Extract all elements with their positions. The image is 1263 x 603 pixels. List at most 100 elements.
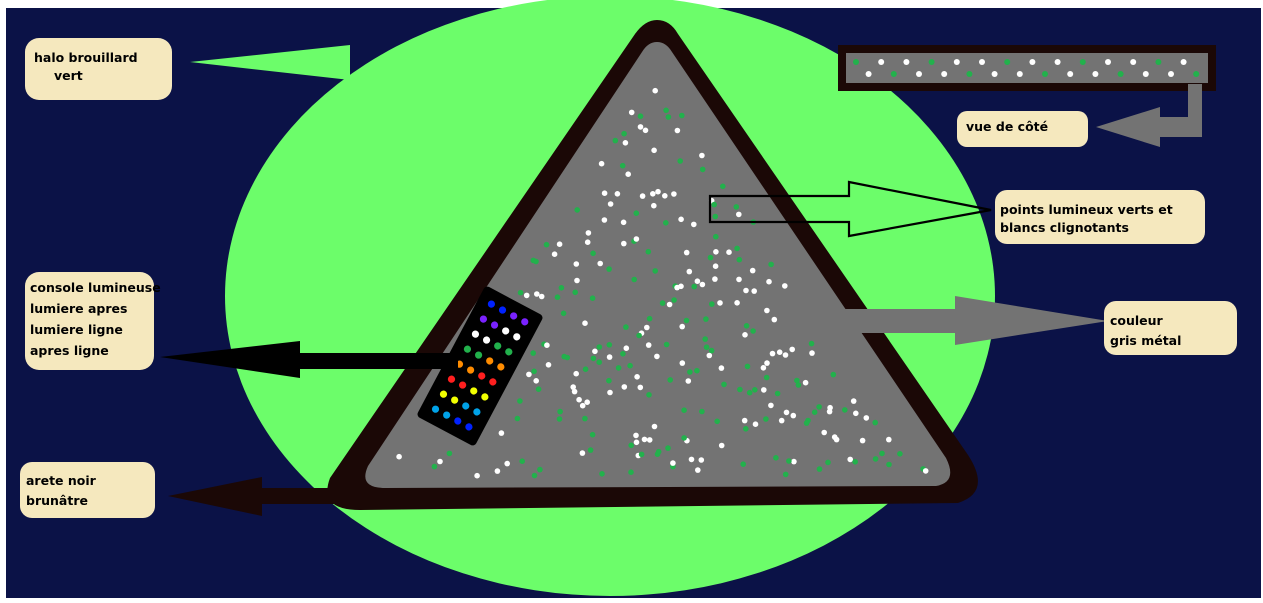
light-dot — [499, 430, 505, 436]
light-dot — [636, 333, 642, 339]
light-dot — [608, 201, 614, 207]
side-view-dot — [1155, 59, 1161, 65]
light-dot — [602, 217, 608, 223]
light-dot — [531, 369, 537, 375]
label-couleur-line2: gris métal — [1110, 333, 1181, 348]
light-dot — [643, 128, 649, 134]
light-dot — [695, 467, 701, 473]
light-dot — [726, 249, 732, 255]
light-dot — [766, 279, 772, 285]
light-dot — [695, 278, 701, 284]
light-dot — [747, 390, 753, 396]
light-dot — [699, 457, 705, 463]
light-dot — [743, 426, 749, 432]
side-view-bar — [846, 53, 1208, 83]
light-dot — [764, 308, 770, 314]
light-dot — [544, 342, 550, 348]
light-dot — [590, 432, 596, 438]
light-dot — [783, 352, 789, 358]
light-dot — [707, 353, 713, 359]
light-dot — [763, 416, 769, 422]
light-dot — [678, 217, 684, 223]
light-dot — [599, 471, 605, 477]
light-dot — [736, 277, 742, 283]
light-dot — [750, 328, 756, 334]
light-dot — [654, 354, 660, 360]
label-console-line3: lumiere ligne — [30, 322, 123, 337]
light-dot — [734, 246, 740, 252]
light-dot — [663, 220, 669, 226]
light-dot — [652, 88, 658, 94]
light-dot — [546, 362, 552, 368]
light-dot — [555, 294, 561, 300]
label-points-line2: blancs clignotants — [1000, 220, 1129, 235]
light-dot — [721, 382, 727, 388]
light-dot — [827, 405, 833, 411]
light-dot — [665, 445, 671, 451]
light-dot — [634, 236, 640, 242]
light-dot — [817, 466, 823, 472]
light-dot — [764, 360, 770, 366]
side-view-dot — [1067, 71, 1073, 77]
light-dot — [586, 230, 592, 236]
label-points: points lumineux verts et blancs clignota… — [995, 190, 1205, 244]
side-view-dot — [1181, 59, 1187, 65]
light-dot — [897, 451, 903, 457]
light-dot — [606, 378, 612, 384]
side-view-dot — [1055, 59, 1061, 65]
light-dot — [576, 397, 582, 403]
light-dot — [809, 341, 815, 347]
light-dot — [753, 421, 759, 427]
light-dot — [687, 269, 693, 275]
light-dot — [627, 363, 633, 369]
light-dot — [646, 249, 652, 255]
light-dot — [625, 171, 631, 177]
light-dot — [745, 364, 751, 370]
light-dot — [743, 288, 749, 294]
light-dot — [638, 124, 644, 130]
light-dot — [789, 347, 795, 353]
light-dot — [796, 382, 802, 388]
light-dot — [647, 437, 653, 443]
light-dot — [740, 461, 746, 467]
light-dot — [699, 409, 705, 415]
light-dot — [629, 110, 635, 116]
light-dot — [524, 293, 530, 299]
light-dot — [720, 184, 726, 190]
light-dot — [713, 249, 719, 255]
light-dot — [557, 241, 563, 247]
side-view-dot — [1130, 59, 1136, 65]
light-dot — [772, 317, 778, 323]
light-dot — [842, 407, 848, 413]
light-dot — [671, 297, 677, 303]
side-view-dot — [916, 71, 922, 77]
side-view-dot — [1143, 71, 1149, 77]
side-view-dot — [1017, 71, 1023, 77]
light-dot — [656, 449, 662, 455]
light-dot — [597, 344, 603, 350]
side-view-dot — [966, 71, 972, 77]
light-dot — [646, 392, 652, 398]
light-dot — [667, 302, 673, 308]
light-dot — [886, 437, 892, 443]
label-halo-line2: vert — [54, 68, 83, 83]
light-dot — [694, 368, 700, 374]
light-dot — [606, 266, 612, 272]
light-dot — [671, 191, 677, 197]
light-dot — [709, 301, 715, 307]
light-dot — [631, 277, 637, 283]
light-dot — [923, 468, 929, 474]
light-dot — [582, 416, 588, 422]
light-dot — [775, 391, 781, 397]
light-dot — [879, 451, 885, 457]
light-dot — [873, 456, 879, 462]
side-view-dot — [1092, 71, 1098, 77]
side-view-dot — [1168, 71, 1174, 77]
light-dot — [681, 435, 687, 441]
light-dot — [717, 300, 723, 306]
light-dot — [832, 434, 838, 440]
light-dot — [518, 290, 524, 296]
light-dot — [539, 294, 545, 300]
light-dot — [561, 311, 567, 317]
light-dot — [613, 138, 619, 144]
